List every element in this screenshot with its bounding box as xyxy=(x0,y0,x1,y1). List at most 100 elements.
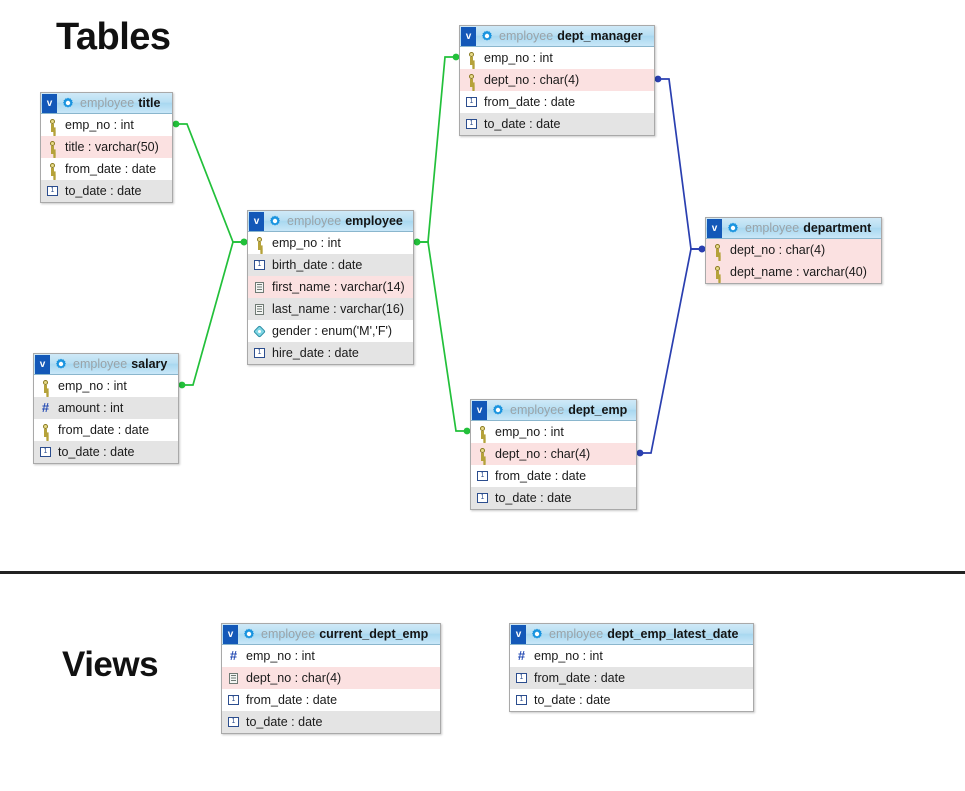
key-icon xyxy=(253,236,266,250)
date-icon xyxy=(476,492,489,505)
entity-schema-label: employee xyxy=(510,403,565,417)
key-icon xyxy=(39,423,52,437)
relationship-line-title-employee[interactable] xyxy=(173,123,247,243)
column-label: first_name : varchar(14) xyxy=(272,280,405,294)
entity-row[interactable]: title : varchar(50) xyxy=(41,136,172,158)
entity-row[interactable]: from_date : date xyxy=(222,689,440,711)
entity-row[interactable]: from_date : date xyxy=(41,158,172,180)
view-badge-icon: v xyxy=(511,624,526,644)
relationship-line-dept_manager-department[interactable] xyxy=(655,78,705,250)
column-label: dept_no : char(4) xyxy=(246,671,342,685)
entity-row[interactable]: to_date : date xyxy=(460,113,654,135)
key-icon xyxy=(711,243,724,257)
entity-row[interactable]: to_date : date xyxy=(34,441,178,463)
entity-row[interactable]: to_date : date xyxy=(471,487,636,509)
key-icon xyxy=(46,118,59,132)
column-label: emp_no : int xyxy=(484,51,553,65)
column-label: birth_date : date xyxy=(272,258,363,272)
column-label: hire_date : date xyxy=(272,346,359,360)
entity-row[interactable]: dept_no : char(4) xyxy=(460,69,654,91)
relationship-endpoint xyxy=(413,238,421,246)
entity-row[interactable]: first_name : varchar(14) xyxy=(248,276,413,298)
gear-icon[interactable] xyxy=(531,628,543,640)
entity-row[interactable]: emp_no : int xyxy=(248,232,413,254)
gear-icon[interactable] xyxy=(269,215,281,227)
column-label: emp_no : int xyxy=(65,118,134,132)
relationship-line-employee-dept_manager[interactable] xyxy=(414,56,459,243)
entity-row[interactable]: from_date : date xyxy=(34,419,178,441)
date-icon xyxy=(465,96,478,109)
relationship-line-dept_emp-department[interactable] xyxy=(637,248,705,454)
column-label: gender : enum('M','F') xyxy=(272,324,393,338)
key-icon xyxy=(711,265,724,279)
view-badge-icon: v xyxy=(223,624,238,644)
column-label: to_date : date xyxy=(246,715,323,729)
entity-row[interactable]: emp_no : int xyxy=(41,114,172,136)
relationship-endpoint xyxy=(178,381,186,389)
entity-row[interactable]: emp_no : int xyxy=(471,421,636,443)
entity-row[interactable]: hire_date : date xyxy=(248,342,413,364)
column-label: from_date : date xyxy=(495,469,587,483)
relationship-line-salary-employee[interactable] xyxy=(179,241,247,386)
gear-icon[interactable] xyxy=(727,222,739,234)
entity-row[interactable]: emp_no : int xyxy=(460,47,654,69)
column-label: from_date : date xyxy=(484,95,576,109)
entity-row[interactable]: from_date : date xyxy=(460,91,654,113)
entity-row[interactable]: gender : enum('M','F') xyxy=(248,320,413,342)
date-icon xyxy=(253,347,266,360)
column-label: to_date : date xyxy=(534,693,611,707)
text-icon xyxy=(253,281,266,294)
entity-name-label: employee xyxy=(345,214,403,228)
entity-row[interactable]: to_date : date xyxy=(41,180,172,202)
entity-name-label: salary xyxy=(131,357,168,371)
entity-row[interactable]: from_date : date xyxy=(471,465,636,487)
entity-row[interactable]: to_date : date xyxy=(510,689,753,711)
entity-row[interactable]: last_name : varchar(16) xyxy=(248,298,413,320)
relationship-line-employee-dept_emp[interactable] xyxy=(414,241,470,432)
column-label: from_date : date xyxy=(65,162,157,176)
date-icon xyxy=(476,470,489,483)
key-icon xyxy=(476,425,489,439)
entity-name-label: title xyxy=(138,96,161,110)
gear-icon[interactable] xyxy=(62,97,74,109)
gear-icon[interactable] xyxy=(481,30,493,42)
entity-row[interactable]: emp_no : int xyxy=(34,375,178,397)
entity-row[interactable]: birth_date : date xyxy=(248,254,413,276)
entity-row[interactable]: emp_no : int xyxy=(222,645,440,667)
section-divider xyxy=(0,571,965,574)
key-icon xyxy=(46,162,59,176)
section-title-tables: Tables xyxy=(56,16,171,58)
entity-row[interactable]: to_date : date xyxy=(222,711,440,733)
date-icon xyxy=(253,259,266,272)
enum-icon xyxy=(253,325,266,338)
relationship-endpoint xyxy=(636,449,644,457)
column-label: from_date : date xyxy=(246,693,338,707)
entity-row[interactable]: dept_name : varchar(40) xyxy=(706,261,881,283)
entity-row[interactable]: from_date : date xyxy=(510,667,753,689)
entity-row[interactable]: emp_no : int xyxy=(510,645,753,667)
column-label: from_date : date xyxy=(58,423,150,437)
entity-row[interactable]: dept_no : char(4) xyxy=(471,443,636,465)
entity-row[interactable]: dept_no : char(4) xyxy=(222,667,440,689)
entity-row[interactable]: amount : int xyxy=(34,397,178,419)
entity-row[interactable]: dept_no : char(4) xyxy=(706,239,881,261)
gear-icon[interactable] xyxy=(55,358,67,370)
gear-icon[interactable] xyxy=(492,404,504,416)
gear-icon[interactable] xyxy=(243,628,255,640)
